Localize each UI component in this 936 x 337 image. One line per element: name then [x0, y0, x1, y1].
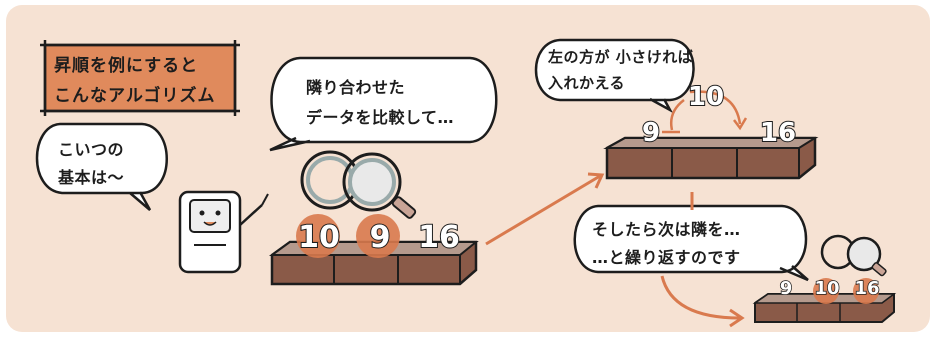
swap-line-2: 入れかえる: [548, 74, 626, 92]
stage1-blocks: [268, 214, 479, 286]
title-line-1: 昇順を例にすると: [54, 56, 199, 76]
title-box: [40, 40, 240, 116]
compare-line-2: データを比較して…: [306, 108, 455, 127]
flow-arrows: [485, 172, 745, 328]
stage1-value-3: 16: [417, 219, 461, 256]
intro-line-2: 基本は〜: [58, 168, 125, 187]
stage2-value-3: 16: [759, 117, 797, 149]
stage1-value-2: 9: [369, 219, 392, 256]
computer-character: [178, 190, 269, 274]
intro-speech-bubble: [35, 122, 168, 211]
magnifier-icon: [300, 150, 417, 219]
next-line-1: そしたら次は隣を…: [592, 220, 741, 239]
stage2-value-1: 9: [641, 117, 661, 149]
title-line-2: こんなアルゴリズム: [54, 86, 216, 106]
stage3-value-3: 16: [854, 277, 881, 300]
stage1-value-1: 10: [297, 219, 341, 256]
next-line-2: …と繰り返すのです: [592, 248, 741, 267]
swap-speech-bubble: [534, 38, 695, 114]
stage3-value-1: 9: [779, 277, 793, 300]
stage2-blocks: [603, 90, 819, 180]
intro-line-1: こいつの: [58, 140, 125, 159]
swap-line-1: 左の方が 小さければ: [548, 48, 694, 66]
stage3-value-2: 10: [814, 277, 841, 300]
stage2-value-2: 10: [687, 81, 725, 113]
next-speech-bubble: [573, 204, 809, 282]
compare-line-1: 隣り合わせた: [306, 78, 406, 97]
stage3-blocks: [752, 234, 897, 323]
compare-speech-bubble: [269, 56, 498, 152]
